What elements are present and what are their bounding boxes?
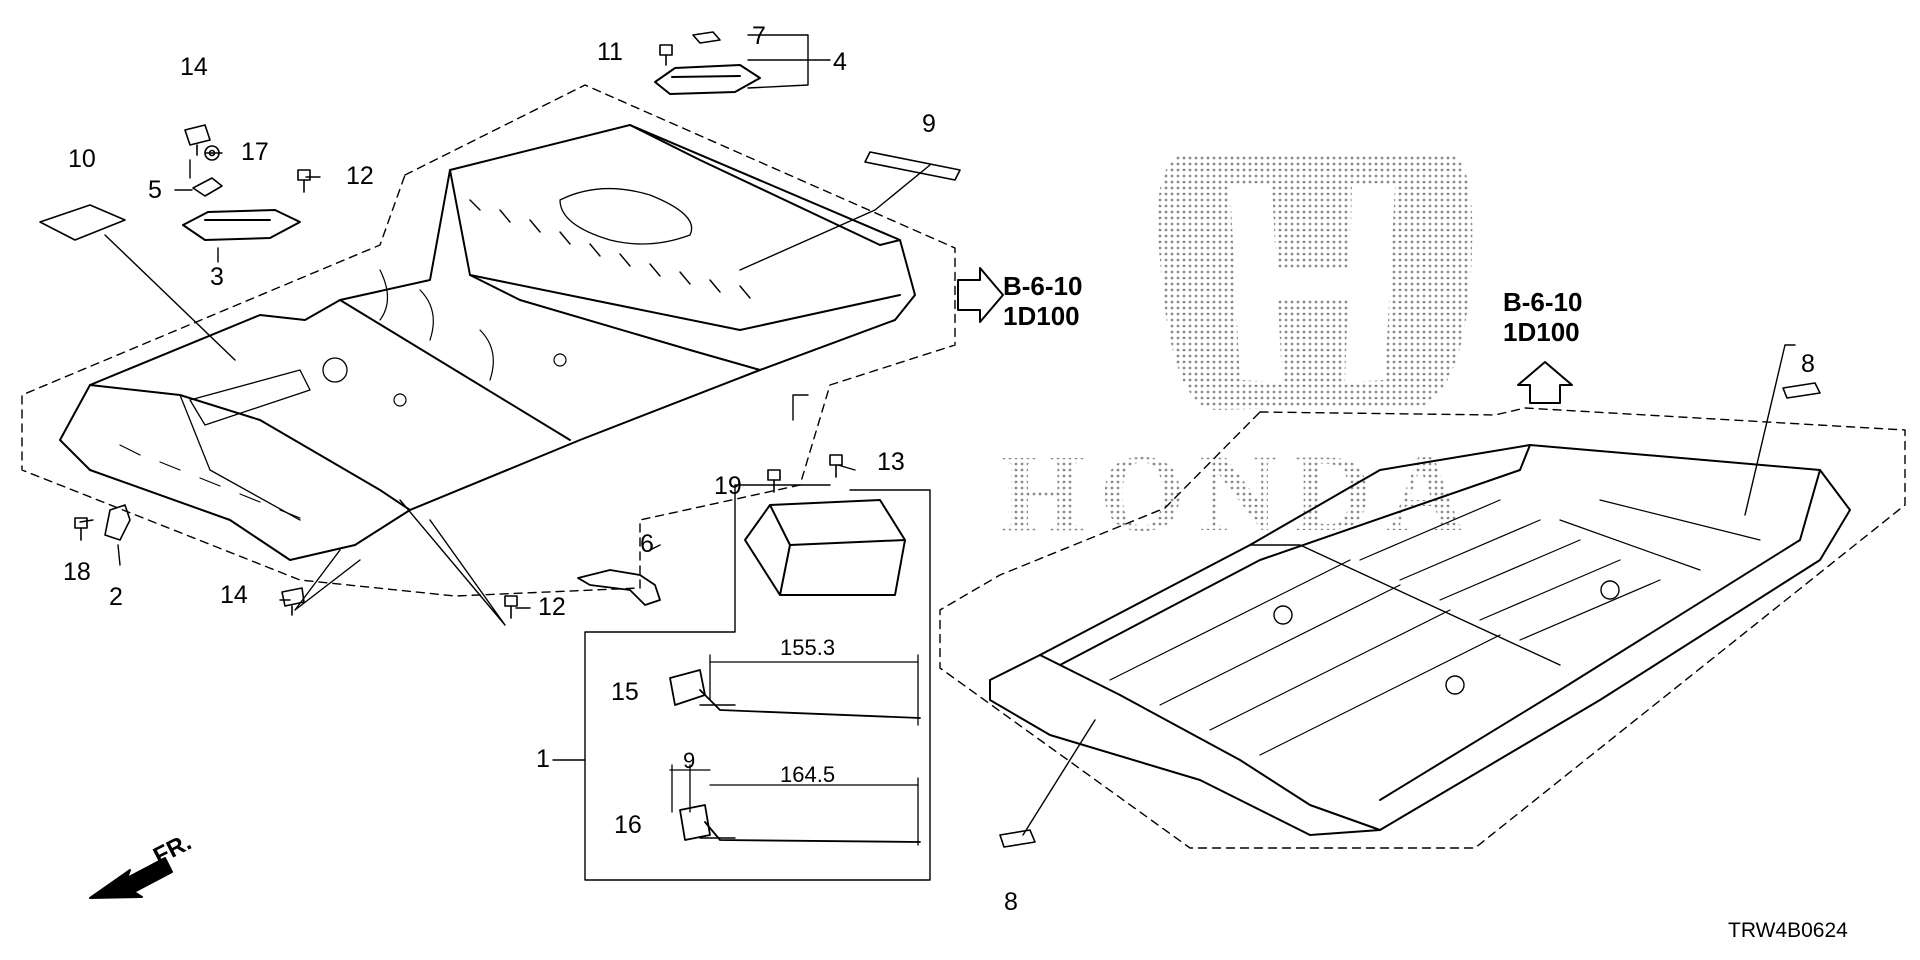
upper-assembly-boundary (21, 84, 956, 597)
lower-assembly-boundary (939, 407, 1906, 849)
part-4-cover-plate (654, 64, 761, 95)
battery-lower-tray (989, 444, 1851, 836)
reference-up-line1: B-6-10 (1503, 287, 1583, 317)
reference-up-line2: 1D100 (1503, 316, 1580, 347)
part-8-label-top (1782, 382, 1821, 399)
callout-8-bottom: 8 (1004, 888, 1018, 916)
callout-8-top: 8 (1801, 350, 1815, 378)
part-1-group-bracket (584, 484, 931, 881)
reference-arrow-up (1517, 361, 1573, 404)
honda-logo-watermark: HONDA (1000, 155, 1479, 554)
dimension-15-length: 155.3 (780, 635, 836, 660)
part-8-label-bottom (999, 829, 1036, 848)
part-1-junction-box (744, 499, 906, 596)
sub-harness-15 (669, 654, 921, 726)
part-3-cover-plate (182, 209, 301, 241)
callout-12-bottom: 12 (538, 593, 566, 621)
reference-right-line2: 1D100 (1003, 300, 1080, 331)
callout-1: 1 (536, 745, 550, 773)
part-6-bracket (577, 569, 661, 606)
honda-wordmark-watermark: HONDA (1000, 432, 1479, 554)
callout-9: 9 (922, 110, 936, 138)
callout-6: 6 (640, 530, 654, 558)
reference-right-line1: B-6-10 (1003, 271, 1083, 301)
sub-harness-16 (669, 764, 921, 846)
part-7-label (692, 31, 721, 44)
fastener-14-top (184, 124, 211, 156)
callout-19: 19 (714, 472, 742, 500)
callout-12-top: 12 (346, 162, 374, 190)
callout-16: 16 (614, 811, 642, 839)
diagram-code: TRW4B0624 (1728, 919, 1848, 942)
reference-right[interactable]: B-6-10 1D100 (1003, 271, 1083, 332)
callout-13: 13 (877, 448, 905, 476)
bracket-2 (104, 504, 131, 541)
reference-up[interactable]: B-6-10 1D100 (1503, 287, 1583, 348)
callout-17: 17 (241, 138, 269, 166)
fastener-5 (192, 177, 223, 197)
callout-14-bottom: 14 (220, 581, 248, 609)
fastener-13 (829, 454, 843, 478)
callout-7: 7 (752, 22, 766, 50)
dimension-16-offset: 9 (683, 748, 696, 773)
reference-arrow-right (957, 267, 1004, 323)
leader-lines (79, 34, 1796, 839)
part-10-label (39, 204, 126, 241)
fastener-14-bottom (281, 587, 305, 616)
fastener-11 (659, 44, 673, 66)
callout-15: 15 (611, 678, 639, 706)
front-direction-arrow (89, 857, 173, 899)
fastener-19 (767, 469, 781, 493)
callout-3: 3 (210, 263, 224, 291)
callout-2: 2 (109, 583, 123, 611)
callout-10: 10 (68, 145, 96, 173)
battery-upper-cover (59, 124, 916, 561)
callout-5: 5 (148, 176, 162, 204)
callout-14-top: 14 (180, 53, 208, 81)
fastener-18 (74, 517, 88, 541)
callout-11: 11 (597, 38, 623, 66)
fastener-12-bottom (504, 595, 518, 619)
dimension-16-length: 164.5 (780, 762, 836, 787)
callout-18: 18 (63, 558, 91, 586)
callout-4: 4 (833, 48, 847, 76)
part-9-label (864, 151, 961, 181)
fastener-12-top (297, 169, 311, 193)
